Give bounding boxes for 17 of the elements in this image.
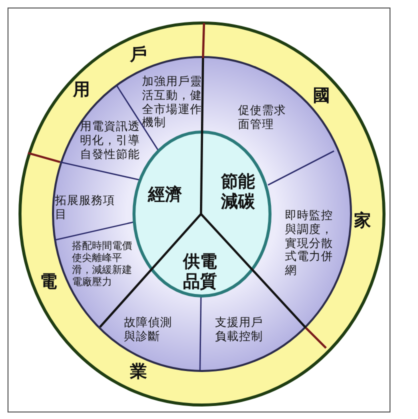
segment-text: 支援用戶負載控制: [215, 316, 264, 344]
ring-label: 用: [73, 80, 90, 100]
segment-text: 加強用戶靈活互動，健全市場運作機制: [142, 75, 203, 130]
center-label: 供電品質: [182, 252, 218, 293]
segment-text: 即時監控與調度，實現分散式電力併網: [285, 209, 334, 278]
ring-label: 國: [313, 86, 330, 106]
ring-label: 家: [354, 211, 371, 232]
segment-text: 故障偵測與診斷: [124, 316, 173, 344]
center-label: 節能減碳: [220, 172, 256, 213]
ring-label: 電: [40, 272, 57, 292]
center-label: 經濟: [146, 185, 183, 206]
ring-label: 戶: [130, 45, 147, 66]
segment-text: 拓展服務項目: [55, 194, 116, 222]
ring-label: 業: [130, 362, 147, 382]
segment-text: 搭配時間電價使尖離峰平滑，減緩新建電廠壓力: [72, 241, 133, 289]
segment-text: 用電資訊透明化，引導自發性節能: [80, 120, 141, 162]
segment-text: 促使需求面管理: [238, 104, 287, 132]
